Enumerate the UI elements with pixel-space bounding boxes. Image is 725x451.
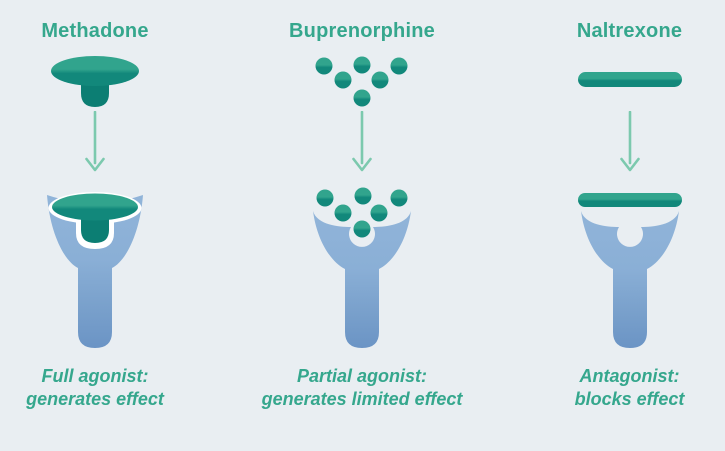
caption-naltrexone: Antagonist: blocks effect [534,365,725,411]
mushroom-stem [81,79,109,107]
dot-in-notch [353,220,371,238]
down-arrow-icon [83,110,107,173]
receptor-notched [580,211,679,348]
bound-drug-cap [52,193,138,221]
blocker-bar-icon [577,72,682,87]
receptor-bound-full-icon [40,183,150,353]
caption-line-2: blocks effect [574,389,685,409]
caption-methadone: Full agonist: generates effect [0,365,190,411]
drug-title-methadone: Methadone [41,20,149,42]
receptor-bound-partial-icon [307,183,417,353]
dot [390,189,408,207]
dot [354,187,372,205]
dot [316,189,334,207]
drug-title-buprenorphine: Buprenorphine [289,20,435,42]
mushroom-plug-icon [47,55,143,107]
dot [371,71,389,89]
dot [334,71,352,89]
caption-line-2: generates limited effect [261,389,463,409]
drug-title-naltrexone: Naltrexone [576,20,683,42]
dot [370,204,388,222]
dot [334,204,352,222]
down-arrow-icon [618,110,642,173]
molecule-dots-icon [314,56,410,107]
caption-line-2: generates effect [26,389,164,409]
caption-line-1: Antagonist: [579,366,680,386]
caption-buprenorphine: Partial agonist: generates limited effec… [190,365,534,411]
dot [353,89,371,107]
blocking-bar [577,193,682,207]
mushroom-cap [51,56,139,86]
down-arrow-icon [350,110,374,173]
dot [390,57,408,75]
receptor-notched [313,211,411,348]
dot [353,56,371,74]
column-buprenorphine: Buprenorphine [190,0,534,451]
caption-line-1: Partial agonist: [296,366,428,386]
receptor-blocked-icon [575,183,685,353]
blocker-bar [577,72,682,87]
receptor-goblet [47,195,143,348]
dot [315,57,333,75]
column-methadone: Methadone Full agonist: ge [0,0,190,451]
caption-line-1: Full agonist: [41,366,149,386]
column-naltrexone: Naltrexone Antagonist: blocks effect [534,0,725,451]
